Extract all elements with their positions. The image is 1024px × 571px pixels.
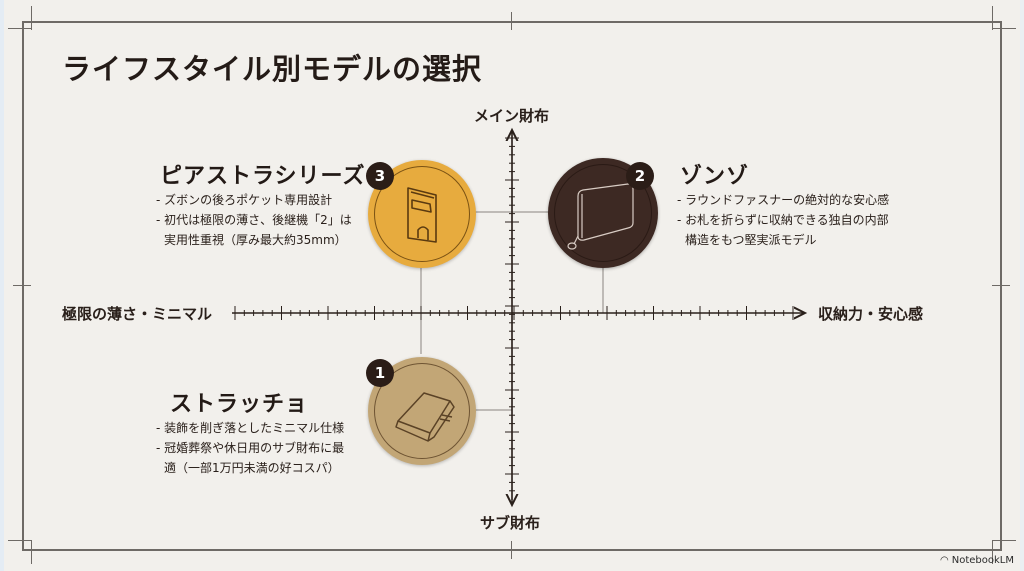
model-name-zonzo: ゾンゾ [680, 164, 750, 189]
crop-mark [31, 540, 32, 564]
notebooklm-logo: ◠ NotebookLM [940, 555, 1014, 566]
crop-mark [992, 6, 993, 30]
card-case-icon [407, 187, 437, 243]
model-name-piastra: ピアストラシリーズ [160, 164, 366, 189]
model-bullets-piastra: - ズボンの後ろポケット専用設計 - 初代は極限の薄さ、後継機「2」は 実用性重… [156, 190, 352, 250]
inner-ring [554, 164, 652, 262]
bullet: - 冠婚葬祭や休日用のサブ財布に最 [156, 441, 345, 455]
model-bullets-straccio: - 装飾を削ぎ落としたミニマル仕様 - 冠婚葬祭や休日用のサブ財布に最 適（一部… [156, 418, 344, 478]
crop-mark [992, 540, 993, 564]
right-edge-strip [1020, 0, 1024, 571]
left-edge-strip [0, 0, 4, 571]
model-number-badge: 2 [626, 162, 654, 190]
bullet: - 装飾を削ぎ落としたミニマル仕様 [156, 421, 345, 435]
bullet: - ラウンドファスナーの絶対的な安心感 [677, 193, 890, 207]
frame-left [22, 21, 24, 551]
logo-text: NotebookLM [951, 555, 1014, 566]
bifold-wallet-icon [395, 392, 455, 442]
crop-mark [8, 540, 32, 541]
inner-ring [374, 363, 470, 459]
frame-tick [511, 12, 512, 30]
model-bullets-zonzo: - ラウンドファスナーの絶対的な安心感 - お札を折らずに収納できる独自の内部 … [677, 190, 889, 250]
axis-label-right: 収納力・安心感 [818, 305, 924, 323]
frame-top [22, 21, 1002, 23]
zip-wallet-icon [567, 183, 634, 250]
model-circle-straccio: 1 [366, 357, 476, 465]
notebooklm-icon: ◠ [940, 555, 949, 566]
crop-mark [992, 28, 1016, 29]
axis-label-left: 極限の薄さ・ミニマル [62, 305, 213, 323]
page-title: ライフスタイル別モデルの選択 [62, 52, 483, 86]
model-number-badge: 3 [366, 162, 394, 190]
crop-mark [992, 540, 1016, 541]
crop-mark [31, 6, 32, 30]
model-circle-piastra: 3 [366, 160, 476, 268]
axis-label-top: メイン財布 [474, 107, 550, 125]
crop-mark [8, 28, 32, 29]
frame-tick [992, 285, 1010, 286]
frame-tick [13, 285, 31, 286]
axis-label-bottom: サブ財布 [480, 514, 541, 532]
frame-right [1000, 21, 1002, 551]
bullet: - お札を折らずに収納できる独自の内部 [677, 213, 889, 227]
frame-bottom [22, 549, 1002, 551]
bullet: 構造をもつ堅実派モデル [685, 233, 817, 247]
model-circle-zonzo: 2 [548, 158, 658, 268]
model-number-badge: 1 [366, 359, 394, 387]
bullet: 実用性重視（厚み最大約35mm） [164, 233, 347, 247]
inner-ring [374, 166, 470, 262]
model-name-straccio: ストラッチョ [170, 392, 309, 417]
bullet: 適（一部1万円未満の好コスパ） [164, 461, 340, 475]
bullet: - 初代は極限の薄さ、後継機「2」は [156, 213, 352, 227]
bullet: - ズボンの後ろポケット専用設計 [156, 193, 333, 207]
frame-tick [511, 541, 512, 559]
